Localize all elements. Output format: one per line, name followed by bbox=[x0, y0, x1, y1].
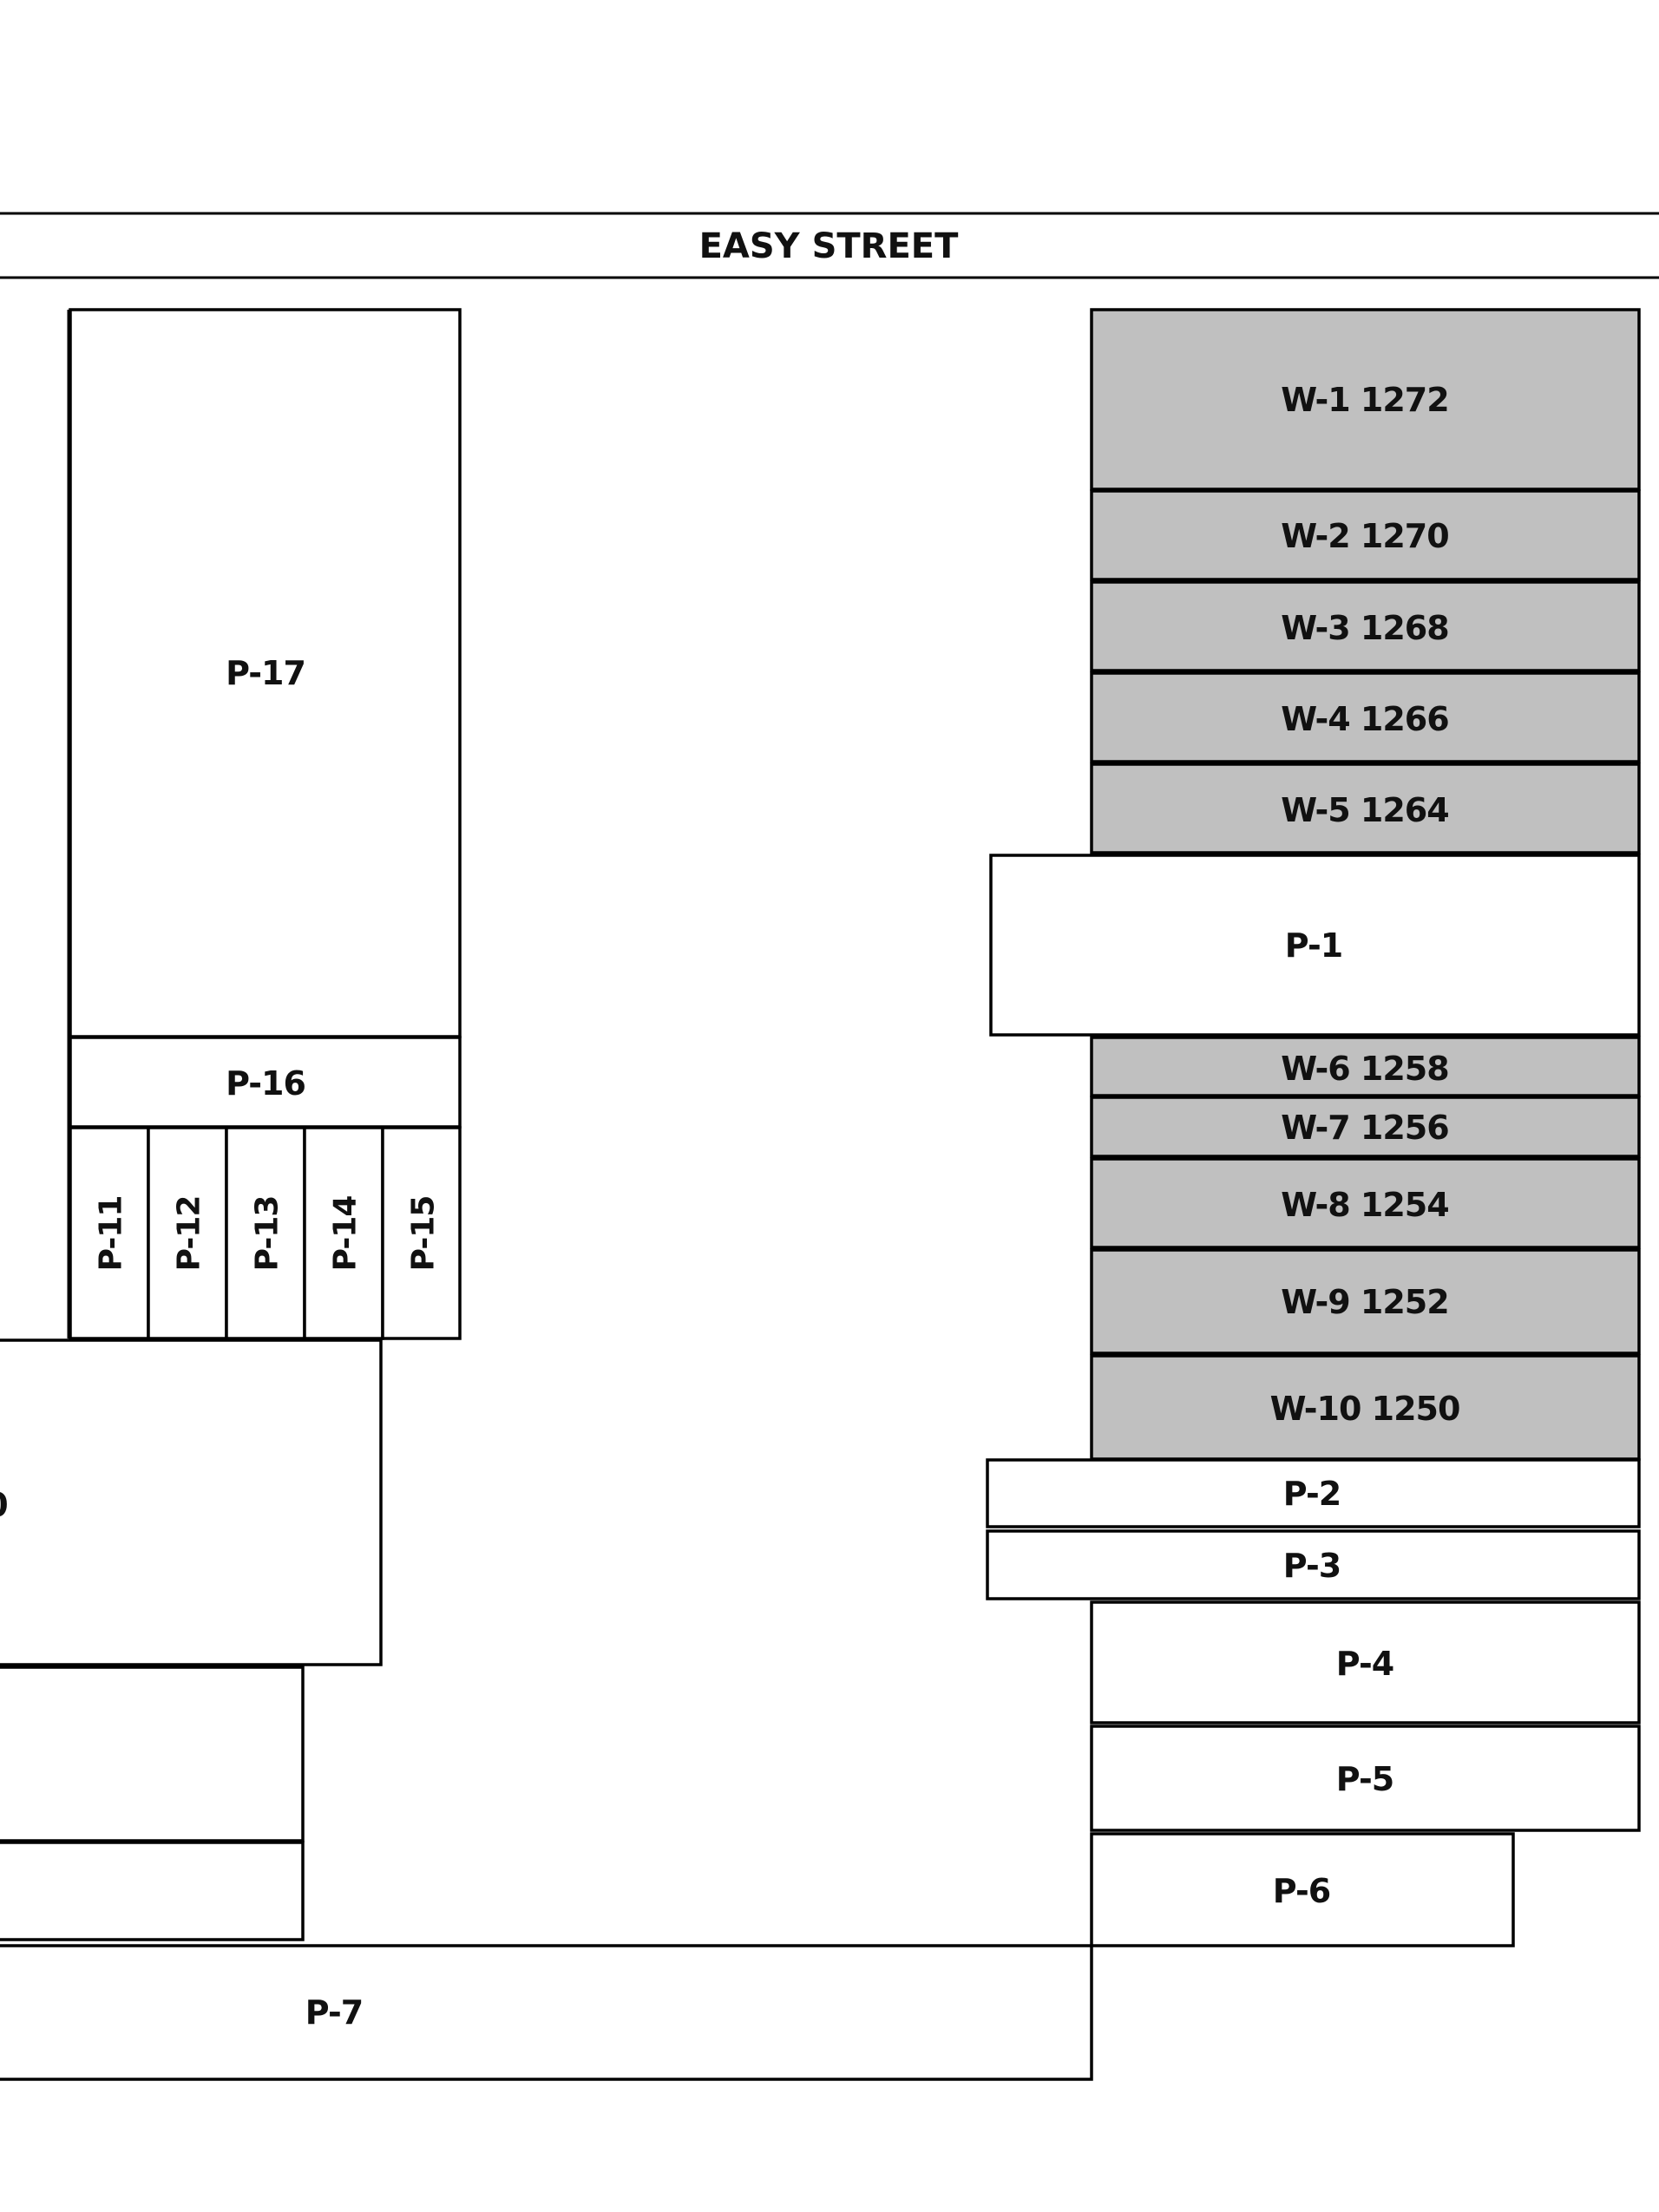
lot-label: P-16 bbox=[226, 1064, 305, 1103]
lot-p13[interactable]: P-13 bbox=[225, 1126, 306, 1340]
lot-w7[interactable]: W-7 1256 bbox=[1090, 1096, 1641, 1158]
lot-w10[interactable]: W-10 1250 bbox=[1090, 1354, 1641, 1461]
lot-label: W-10 1250 bbox=[1270, 1390, 1460, 1428]
lot-label: P-13 bbox=[250, 1196, 285, 1272]
lot-label: W-8 1254 bbox=[1281, 1186, 1448, 1224]
lot-p16[interactable]: P-16 bbox=[69, 1036, 462, 1129]
lot-label: P-6 bbox=[1273, 1872, 1330, 1910]
lot-p10[interactable]: 0 bbox=[0, 1338, 383, 1666]
lot-p6[interactable]: P-6 bbox=[1090, 1832, 1515, 1947]
lot-label: W-6 1258 bbox=[1281, 1050, 1448, 1088]
lot-p17[interactable]: P-17 bbox=[69, 308, 462, 1038]
lot-w2[interactable]: W-2 1270 bbox=[1090, 489, 1641, 581]
lot-p5[interactable]: P-5 bbox=[1090, 1724, 1641, 1832]
lot-w8[interactable]: W-8 1254 bbox=[1090, 1157, 1641, 1249]
lot-w4[interactable]: W-4 1266 bbox=[1090, 671, 1641, 763]
lot-left-lower-a[interactable] bbox=[0, 1666, 305, 1842]
lot-label: P-15 bbox=[406, 1196, 442, 1272]
lot-w9[interactable]: W-9 1252 bbox=[1090, 1248, 1641, 1355]
lot-w5[interactable]: W-5 1264 bbox=[1090, 762, 1641, 854]
lot-label: P-14 bbox=[328, 1196, 364, 1272]
lot-w3[interactable]: W-3 1268 bbox=[1090, 580, 1641, 672]
lot-p12[interactable]: P-12 bbox=[147, 1126, 228, 1340]
lot-label: W-9 1252 bbox=[1281, 1283, 1448, 1321]
lot-label: P-7 bbox=[305, 1993, 363, 2032]
lot-label: P-17 bbox=[226, 654, 305, 692]
lot-p14[interactable]: P-14 bbox=[303, 1126, 384, 1340]
lot-label: W-4 1266 bbox=[1281, 700, 1448, 738]
lot-w6[interactable]: W-6 1258 bbox=[1090, 1036, 1641, 1097]
easy-street: EASY STREET bbox=[0, 212, 1659, 279]
lot-p3[interactable]: P-3 bbox=[986, 1529, 1641, 1600]
lot-p11[interactable]: P-11 bbox=[69, 1126, 150, 1340]
lot-p7[interactable]: P-7 bbox=[0, 1944, 1093, 2081]
lot-p4[interactable]: P-4 bbox=[1090, 1600, 1641, 1724]
lot-left-lower-b[interactable] bbox=[0, 1841, 305, 1941]
lot-w1[interactable]: W-1 1272 bbox=[1090, 308, 1641, 491]
lot-label: P-5 bbox=[1336, 1760, 1393, 1798]
lot-label: P-1 bbox=[1285, 926, 1342, 965]
lot-label: P-4 bbox=[1336, 1645, 1393, 1683]
lot-label: W-1 1272 bbox=[1281, 381, 1448, 419]
lot-label: 0 bbox=[0, 1486, 8, 1524]
lot-label: P-3 bbox=[1283, 1547, 1341, 1585]
lot-p1[interactable]: P-1 bbox=[989, 854, 1641, 1037]
lot-label: P-11 bbox=[94, 1196, 129, 1272]
street-label: EASY STREET bbox=[699, 226, 960, 266]
lot-p15[interactable]: P-15 bbox=[381, 1126, 462, 1340]
lot-label: W-3 1268 bbox=[1281, 609, 1448, 647]
lot-label: W-5 1264 bbox=[1281, 791, 1448, 829]
lot-label: W-2 1270 bbox=[1281, 517, 1448, 555]
lot-label: P-12 bbox=[172, 1196, 207, 1272]
lot-label: W-7 1256 bbox=[1281, 1109, 1448, 1147]
lot-label: P-2 bbox=[1283, 1475, 1341, 1513]
lot-p2[interactable]: P-2 bbox=[986, 1458, 1641, 1528]
